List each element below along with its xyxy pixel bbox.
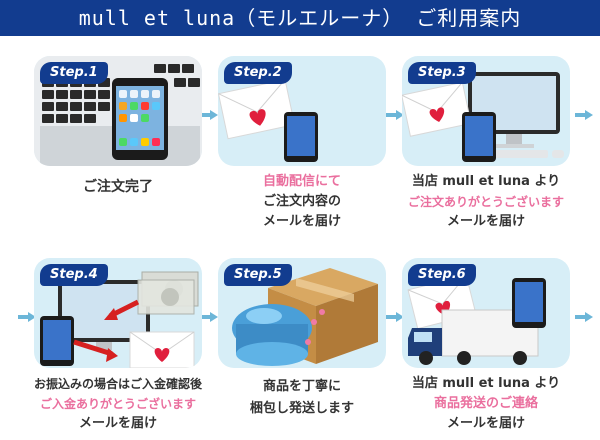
step-2-card: Step.2 [218,56,386,166]
caption-line: 梱包し発送します [249,401,354,416]
step-badge: Step.1 [40,62,108,84]
step-3-caption: 当店 mull et luna より ご注文ありがとうございます メールを届け [386,172,586,232]
caption-line: ご注文完了 [83,179,153,195]
step-3-card: Step.3 [402,56,570,166]
step-4-card: Step.4 [34,258,202,368]
step-badge: Step.5 [224,264,292,286]
smartphone-icon [40,316,74,366]
flow-arrow-icon [200,312,218,322]
flow-arrow-icon [575,110,593,120]
smartphone-icon [112,78,168,160]
caption-line: 商品発送のご連絡 [433,396,538,411]
step-6-caption: 当店 mull et luna より 商品発送のご連絡 メールを届け [386,374,586,434]
caption-line: メールを届け [446,214,525,229]
caption-line: メールを届け [446,416,525,431]
flow-arrow-icon [575,312,593,322]
banknote-icon [137,271,199,315]
caption-line: 商品を丁寧に [262,379,341,394]
flow-arrow-icon [200,110,218,120]
caption-line: メールを届け [78,416,157,431]
flow-arrow-icon [386,312,404,322]
caption-line: ご入金ありがとうございます [39,397,196,411]
caption-line: メールを届け [262,214,341,229]
step-badge: Step.4 [40,264,108,286]
step-4-caption: お振込みの場合はご入金確認後 ご入金ありがとうございます メールを届け [18,374,218,434]
step-badge: Step.6 [408,264,476,286]
step-1-caption: ご注文完了 [18,176,218,196]
envelope-heart-icon [402,81,472,137]
step-5-card: Step.5 [218,258,386,368]
step-badge: Step.2 [224,62,292,84]
smartphone-icon [284,112,318,162]
step-5-caption: 商品を丁寧に 梱包し発送します [202,376,402,420]
step-6-card: Step.6 [402,258,570,368]
step-1-card: Step.1 [34,56,202,166]
caption-line: 自動配信にて [262,174,341,189]
envelope-heart-icon [129,331,195,368]
step-2-caption: 自動配信にて ご注文内容の メールを届け [202,172,402,232]
flow-arrow-icon [386,110,404,120]
caption-line: ご注文内容の [262,194,341,209]
flow-arrow-icon [18,312,36,322]
caption-line: 当店 mull et luna より [411,376,561,391]
step-badge: Step.3 [408,62,476,84]
smartphone-icon [512,278,546,328]
caption-line: ご注文ありがとうございます [407,195,564,209]
smartphone-icon [462,112,496,162]
page-title: mull et luna（モルエルーナ） ご利用案内 [0,0,600,36]
gift-box-icon [232,304,325,366]
caption-line: 当店 mull et luna より [411,174,561,189]
envelope-heart-icon [218,78,296,140]
desktop-computer-icon [58,280,150,350]
caption-line: お振込みの場合はご入金確認後 [33,377,202,391]
